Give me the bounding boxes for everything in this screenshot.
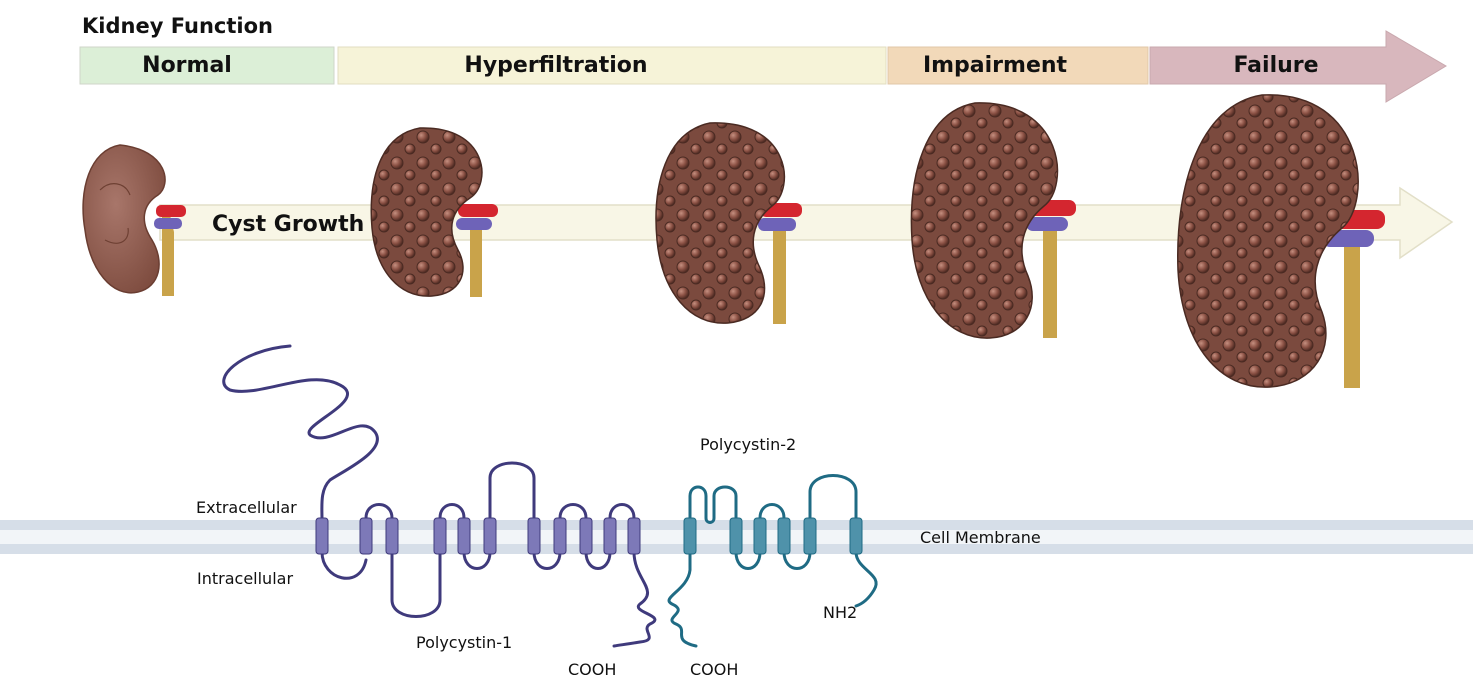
- artery-shape: [156, 205, 186, 217]
- intracellular-label: Intracellular: [197, 569, 293, 588]
- pc2-nh2-label: NH2: [823, 603, 857, 622]
- polycystin-2-helices: [683, 517, 863, 555]
- kidney-cystic-stage-4: [910, 102, 1076, 339]
- vein-shape: [1026, 217, 1068, 231]
- stage-failure-label: Failure: [1233, 53, 1318, 78]
- stage-impairment-box: [887, 46, 1149, 85]
- artery-shape: [458, 204, 498, 217]
- stage-failure-arrow: [1149, 30, 1447, 103]
- extracellular-label: Extracellular: [196, 498, 297, 517]
- stage-normal-box: [79, 46, 335, 85]
- polycystin-1-helices: [315, 517, 641, 555]
- stage-normal-label: Normal: [142, 53, 232, 78]
- ureter-shape: [1344, 240, 1360, 388]
- diagram-title: Kidney Function: [82, 14, 273, 38]
- kidney-cystic-stage-2: [370, 127, 498, 297]
- kidney-cystic-stage-5: [1177, 94, 1385, 388]
- ureter-shape: [773, 228, 786, 324]
- polycystin-1-protein: [222, 344, 657, 648]
- ureter-shape: [1043, 228, 1057, 338]
- stage-hyperfiltration-label: Hyperfiltration: [464, 53, 647, 78]
- polycystin-2-label: Polycystin-2: [700, 435, 796, 454]
- pc2-cooh-label: COOH: [690, 660, 738, 678]
- ureter-shape: [470, 225, 482, 297]
- cyst-growth-label: Cyst Growth: [212, 212, 364, 237]
- stage-impairment-label: Impairment: [923, 53, 1068, 78]
- pc1-cooh-label: COOH: [568, 660, 616, 678]
- kidney-cystic-stage-3: [655, 122, 802, 324]
- vein-shape: [456, 218, 492, 230]
- vein-shape: [758, 218, 796, 231]
- cell-membrane-label: Cell Membrane: [920, 528, 1041, 547]
- kidney-function-timeline: Normal Hyperfiltration Impairment Failur…: [79, 30, 1447, 103]
- polycystin-2-protein: [667, 474, 878, 648]
- vein-shape: [154, 218, 182, 229]
- polycystin-1-label: Polycystin-1: [416, 633, 512, 652]
- kidney-normal: [82, 144, 186, 296]
- stage-hyperfiltration-box: [337, 46, 887, 85]
- ureter-shape: [162, 215, 174, 296]
